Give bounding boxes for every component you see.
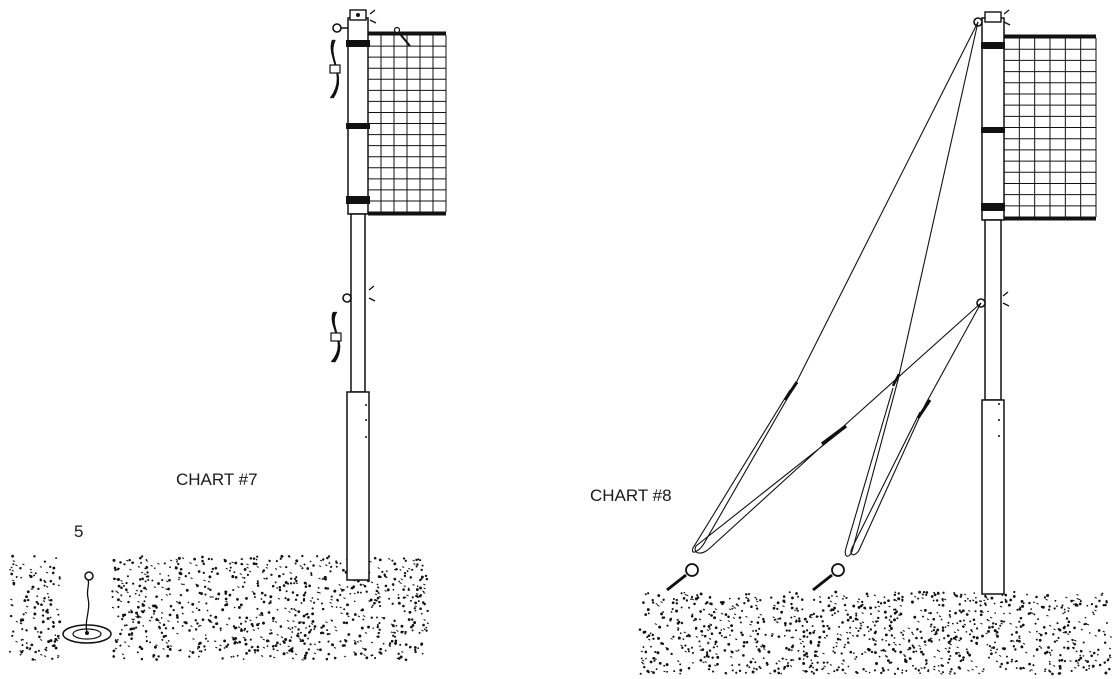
rope-tensioners [783,373,932,446]
rope-coil-upper [329,39,341,99]
net-right [1003,34,1097,221]
ground-anchor-disc [62,571,112,644]
chart-8-label: CHART #8 [590,486,672,505]
chart-8-figure: CHART #8 [590,9,1112,676]
ground-gravel-right [638,590,1112,676]
rope-coil-middle [330,311,342,363]
hook-upper-left [332,9,377,33]
hook-middle-left [342,285,376,303]
chart-7-label: CHART #7 [176,470,258,489]
ground-gravel-left-large [111,554,429,662]
step-number-label: 5 [74,522,83,541]
ground-stake-left [666,563,699,592]
ground-stake-right [812,563,845,592]
chart-7-figure: CHART #7 5 [9,9,447,662]
guy-ropes [691,21,982,557]
pole-right [981,11,1005,595]
net-left [367,26,447,216]
ground-gravel-left-small [9,554,62,661]
pole-left [346,9,370,581]
